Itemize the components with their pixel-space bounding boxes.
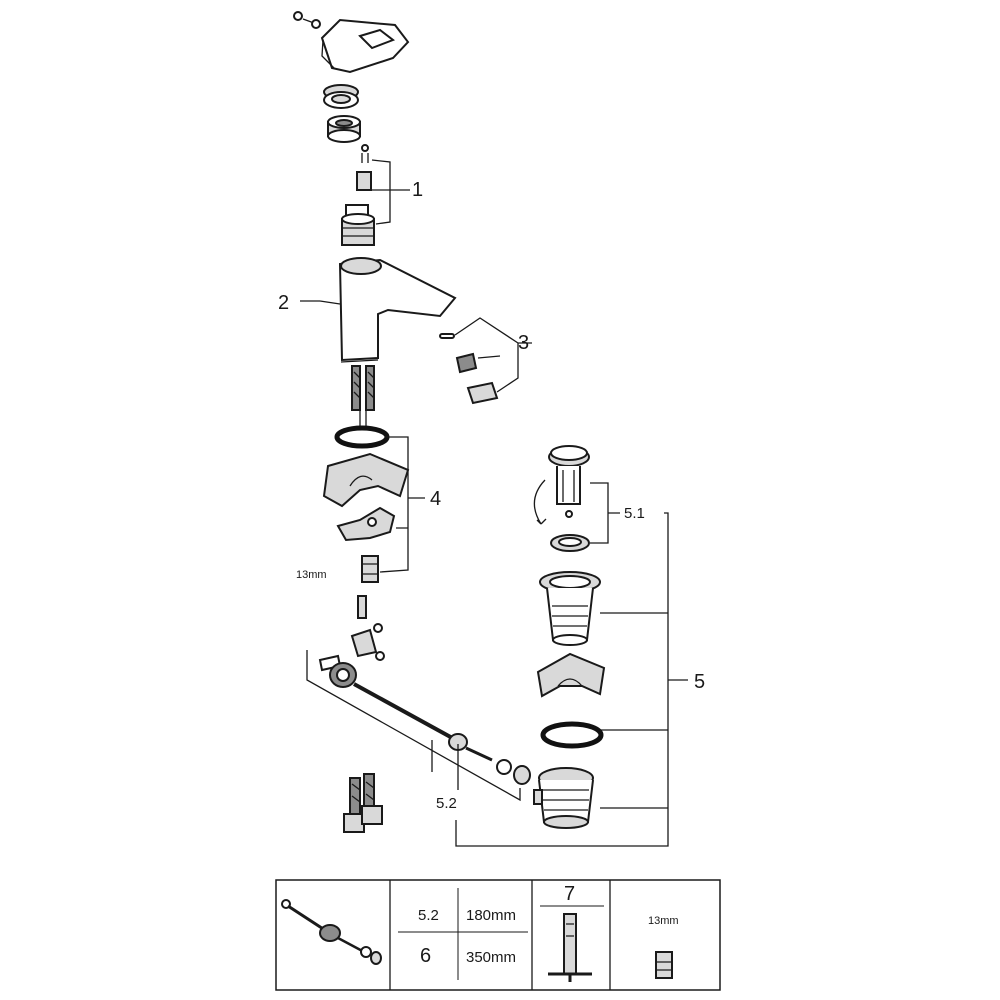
plug-seal <box>550 534 590 552</box>
bracket-5-2 <box>306 650 521 802</box>
pivot-rod <box>353 682 493 762</box>
callout-3: 3 <box>518 332 529 354</box>
supply-hoses <box>351 365 375 428</box>
bracket-5 <box>455 512 688 847</box>
legend-pull-rod-kit <box>281 899 382 965</box>
callout-1: 1 <box>412 179 423 201</box>
legend-table <box>275 879 721 991</box>
cartridge-screws <box>356 144 372 191</box>
lever-handle <box>320 18 410 74</box>
legend-tool-code: 7 <box>564 883 575 905</box>
hose-connectors <box>343 773 383 833</box>
cartridge-nut <box>327 115 361 143</box>
legend-adapter-size: 13mm <box>648 915 679 927</box>
lift-rod <box>357 595 367 619</box>
pop-up-plug <box>548 445 590 518</box>
cartridge <box>341 204 375 246</box>
aerator-insert <box>455 352 478 374</box>
bracket-3 <box>454 317 532 393</box>
faucet-body <box>338 257 457 363</box>
cover-cap <box>323 84 359 109</box>
linkage-clip <box>318 623 385 672</box>
callout-5-2: 5.2 <box>436 795 457 812</box>
rotation-arrow <box>533 479 547 525</box>
drain-gasket <box>536 652 606 698</box>
hex-nut-13mm <box>361 555 379 583</box>
callout-2: 2 <box>278 292 289 314</box>
legend-row2-length: 350mm <box>466 949 516 966</box>
aerator-housing <box>466 381 499 405</box>
o-ring-mount <box>334 425 390 449</box>
pivot-nut <box>496 759 531 785</box>
legend-row1-length: 180mm <box>466 907 516 924</box>
wrench-size-label: 13mm <box>296 569 327 581</box>
set-screw-top <box>293 11 321 29</box>
callout-5: 5 <box>694 671 705 693</box>
drain-o-ring <box>540 721 604 749</box>
legend-row1-code: 5.2 <box>418 907 439 924</box>
mounting-saddle <box>322 452 410 508</box>
legend-assembly-tool <box>548 913 592 982</box>
bracket-4 <box>379 436 425 573</box>
pull-rod-stub <box>319 300 341 305</box>
bracket-5-1 <box>590 482 620 544</box>
legend-row2-code: 6 <box>420 945 431 967</box>
bracket-1 <box>371 159 410 225</box>
mounting-clamp <box>336 506 396 542</box>
drain-flange <box>539 571 601 646</box>
callout-4: 4 <box>430 488 441 510</box>
legend-hex-adapter <box>655 951 673 979</box>
ball-gasket <box>329 662 357 688</box>
drain-body <box>533 767 594 829</box>
aerator-washer <box>439 333 455 339</box>
callout-5-1: 5.1 <box>624 505 645 522</box>
